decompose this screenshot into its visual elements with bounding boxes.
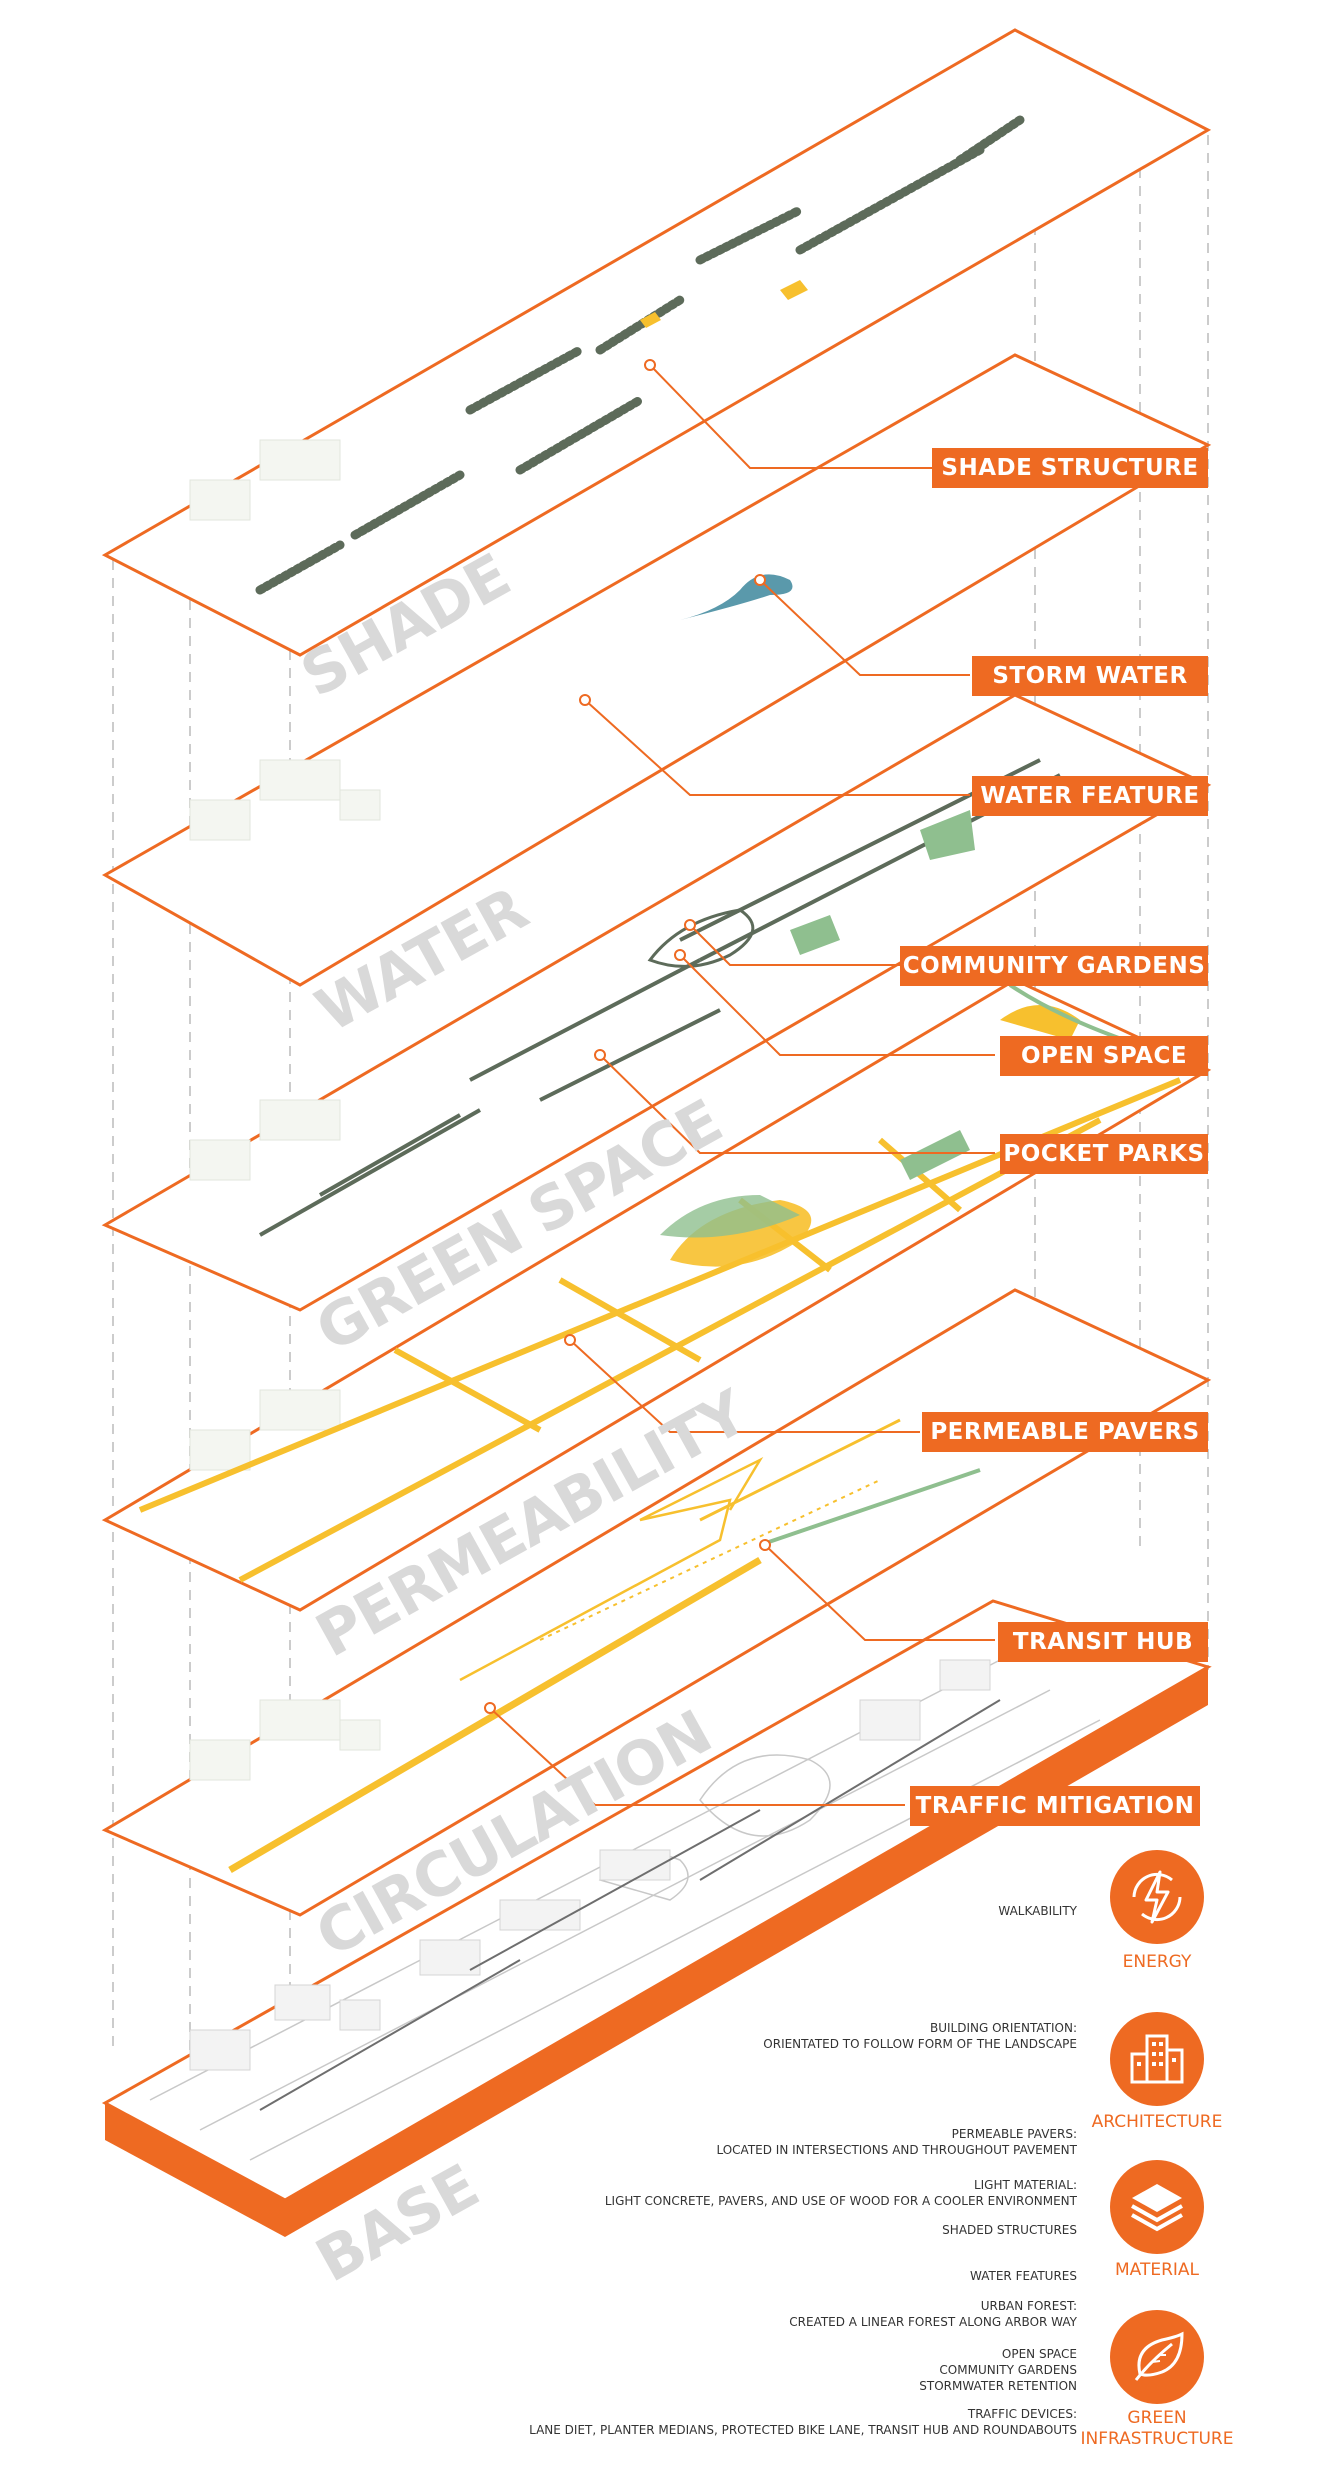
note-urban-forest: URBAN FOREST: CREATED A LINEAR FOREST AL… bbox=[789, 2298, 1077, 2330]
note-permeable-pavers: PERMEABLE PAVERS: LOCATED IN INTERSECTIO… bbox=[716, 2126, 1077, 2158]
green-infrastructure-label: GREEN INFRASTRUCTURE bbox=[1057, 2408, 1257, 2450]
note-light-material: LIGHT MATERIAL: LIGHT CONCRETE, PAVERS, … bbox=[605, 2177, 1077, 2209]
green-infrastructure-badge bbox=[1110, 2310, 1204, 2404]
callout-shade-structure: SHADE STRUCTURE bbox=[932, 448, 1208, 488]
callout-storm-water: STORM WATER bbox=[972, 656, 1208, 696]
note-shaded-structures: SHADED STRUCTURES bbox=[942, 2222, 1077, 2238]
callout-transit-hub: TRANSIT HUB bbox=[998, 1622, 1208, 1662]
energy-badge bbox=[1110, 1850, 1204, 1944]
callout-permeable-pavers: PERMEABLE PAVERS bbox=[922, 1412, 1208, 1452]
callout-open-space: OPEN SPACE bbox=[1000, 1036, 1208, 1076]
material-badge bbox=[1110, 2160, 1204, 2254]
architecture-label: ARCHITECTURE bbox=[1057, 2112, 1257, 2133]
note-building-orientation: BUILDING ORIENTATION: ORIENTATED TO FOLL… bbox=[763, 2020, 1077, 2052]
architecture-badge bbox=[1110, 2012, 1204, 2106]
callout-traffic-mitigation: TRAFFIC MITIGATION bbox=[910, 1786, 1200, 1826]
callout-water-feature: WATER FEATURE bbox=[972, 776, 1208, 816]
buildings-icon bbox=[1110, 2012, 1204, 2106]
energy-label: ENERGY bbox=[1057, 1952, 1257, 1973]
leaves-icon bbox=[1110, 2310, 1204, 2404]
callout-community-gardens: COMMUNITY GARDENS bbox=[900, 946, 1208, 986]
lightning-bolt-icon bbox=[1110, 1850, 1204, 1944]
note-open-space: OPEN SPACE COMMUNITY GARDENS STORMWATER … bbox=[919, 2346, 1077, 2394]
material-label: MATERIAL bbox=[1057, 2260, 1257, 2281]
stacked-layers-icon bbox=[1110, 2160, 1204, 2254]
note-walkability: WALKABILITY bbox=[998, 1903, 1077, 1919]
callout-pocket-parks: POCKET PARKS bbox=[1000, 1134, 1208, 1174]
note-traffic-devices: TRAFFIC DEVICES: LANE DIET, PLANTER MEDI… bbox=[529, 2406, 1077, 2438]
